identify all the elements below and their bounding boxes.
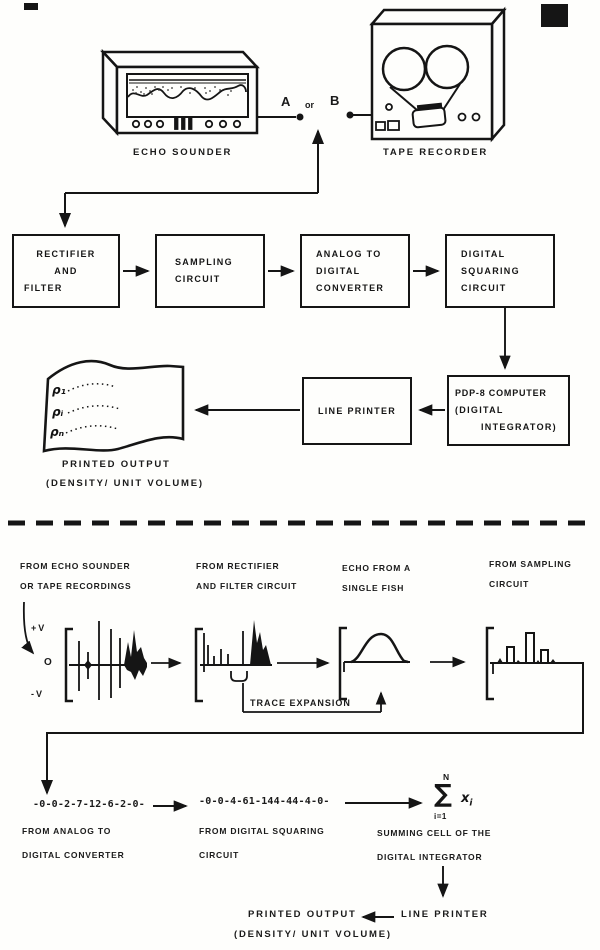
waveform-panel-1 (21, 601, 182, 703)
paper-row-2: ρᵢ (52, 405, 64, 419)
summation-upper-limit: N (443, 772, 450, 782)
flow-box-line: DIGITAL (316, 265, 361, 276)
printed-output-units-label: (DENSITY/ UNIT VOLUME) (46, 478, 204, 489)
flow-box-digital-squaring-circuit: DIGITAL SQUARING CIRCUIT (445, 234, 555, 308)
tape-reel-right (424, 44, 470, 90)
scan-mark-top-right (541, 4, 568, 27)
flow-box-line: (DIGITAL (455, 405, 504, 415)
squaring-stream-label-line2: CIRCUIT (199, 850, 240, 860)
printed-output-paper (42, 359, 185, 453)
flow-box-pdp8-computer: PDP-8 COMPUTER (DIGITAL INTEGRATOR) (447, 375, 570, 446)
flow-box-rectifier-and-filter: RECTIFIER AND FILTER (12, 234, 120, 308)
flow-box-line: RECTIFIER (36, 248, 96, 259)
echo-sounder-illustration (100, 48, 260, 137)
flow-box-analog-to-digital-converter: ANALOG TO DIGITAL CONVERTER (300, 234, 410, 308)
summation-term-subscript: i (469, 798, 473, 809)
flow-box-line: SQUARING (461, 265, 520, 276)
flow-box-line: FILTER (24, 282, 63, 293)
squaring-digit-stream: -0-0-4-61-144-44-4-0- (199, 796, 330, 807)
panel1-label-line2: OR TAPE RECORDINGS (20, 581, 132, 591)
axis-zero: O (44, 657, 53, 668)
bottom-line-printer-label: LINE PRINTER (401, 909, 489, 920)
axis-minus-v: -V (31, 689, 44, 699)
paper-row-1: ρ₁ (52, 383, 66, 397)
flow-box-line: SAMPLING (175, 257, 233, 267)
flow-box-line: CIRCUIT (175, 274, 221, 284)
adc-stream-label-line1: FROM ANALOG TO (22, 826, 112, 836)
waveform-panel-3 (338, 626, 466, 701)
flow-box-line: ANALOG TO (316, 248, 382, 259)
bottom-printed-output-label: PRINTED OUTPUT (248, 909, 357, 920)
summation-term: xi (461, 791, 472, 809)
summation-lower-limit: i=1 (434, 812, 447, 821)
summation-sigma: ∑ (434, 779, 452, 808)
panel2-label-line1: FROM RECTIFIER (196, 561, 280, 571)
panel3-label-line2: SINGLE FISH (342, 583, 405, 593)
adc-digit-stream: -0-0-2-7-12-6-2-0- (33, 799, 145, 810)
flow-box-sampling-circuit: SAMPLING CIRCUIT (155, 234, 265, 308)
summation-term-x: x (461, 791, 470, 806)
flow-box-line: PDP-8 COMPUTER (455, 388, 547, 398)
tape-reel-left (381, 46, 427, 92)
terminal-a-label: A (281, 94, 291, 109)
paper-row-3: ρₙ (50, 425, 65, 439)
flow-box-line: INTEGRATOR) (481, 422, 557, 432)
waveform-panel-4 (485, 626, 569, 701)
echogram-stipple (132, 86, 232, 96)
scan-mark-top-left (24, 3, 38, 10)
terminal-b-label: B (330, 93, 340, 108)
bottom-density-label: (DENSITY/ UNIT VOLUME) (234, 929, 392, 940)
summing-cell-label-line1: SUMMING CELL OF THE (377, 828, 492, 838)
echo-sounder-label: ECHO SOUNDER (133, 147, 233, 158)
ab-connector-lines (59, 111, 372, 228)
summing-cell-label-line2: DIGITAL INTEGRATOR (377, 852, 483, 862)
tape-recorder-illustration (369, 6, 507, 143)
flow-box-line: CIRCUIT (461, 282, 507, 293)
squaring-stream-label-line1: FROM DIGITAL SQUARING (199, 826, 325, 836)
panel4-label-line1: FROM SAMPLING (489, 559, 572, 569)
panel3-label-line1: ECHO FROM A (342, 563, 411, 573)
axis-plus-v: +V (31, 623, 47, 633)
printed-output-label: PRINTED OUTPUT (62, 459, 171, 470)
panel2-label-line2: AND FILTER CIRCUIT (196, 581, 298, 591)
panel1-label-line1: FROM ECHO SOUNDER (20, 561, 131, 571)
flow-box-line: LINE PRINTER (317, 405, 397, 416)
echo-sounder-knobs (131, 117, 242, 130)
flow-box-line-printer: LINE PRINTER (302, 377, 412, 445)
adc-stream-label-line2: DIGITAL CONVERTER (22, 850, 125, 860)
flow-box-line: AND (54, 265, 78, 276)
sampling-to-adc-connector (41, 662, 584, 795)
or-label: or (305, 100, 314, 110)
panel4-label-line2: CIRCUIT (489, 579, 530, 589)
trace-expansion-label: TRACE EXPANSION (250, 698, 351, 708)
flow-box-line: DIGITAL (461, 248, 506, 259)
tape-recorder-label: TAPE RECORDER (383, 147, 489, 158)
flow-box-line: CONVERTER (316, 282, 385, 293)
